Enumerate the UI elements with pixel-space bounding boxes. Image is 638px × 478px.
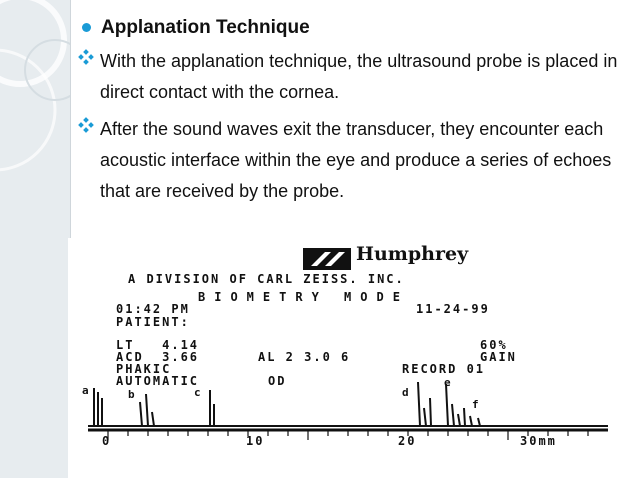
diamond-bullet-icon (78, 117, 94, 133)
scale-label: 30mm (520, 434, 557, 448)
decorative-side-panel (0, 0, 70, 478)
biometry-printout-image: Humphrey A DIVISION OF CARL ZEISS. INC. … (68, 238, 638, 478)
humphrey-logo-icon (303, 248, 351, 270)
a-scan-trace (88, 381, 608, 440)
bullet-text: After the sound waves exit the transduce… (100, 119, 612, 201)
slide-heading: Applanation Technique (101, 17, 310, 38)
al-value: AL 2 3.0 6 (258, 350, 351, 364)
slide-content: Applanation Technique With the applanati… (78, 16, 623, 213)
peak-label: b (128, 388, 135, 401)
heading-row: Applanation Technique (78, 16, 623, 40)
automatic-text: AUTOMATIC (116, 374, 200, 388)
time-text: 01:42 PM (116, 302, 190, 316)
peak-label: d (402, 386, 409, 399)
scale-ticks (107, 430, 589, 440)
diamond-bullet-icon (78, 49, 94, 65)
bullet-item: With the applanation technique, the ultr… (78, 46, 623, 108)
scale-label: 10 (246, 434, 265, 448)
peak-label: e (444, 376, 451, 389)
bullet-item: After the sound waves exit the transduce… (78, 114, 623, 207)
date-text: 11-24-99 (416, 302, 490, 316)
peak-label: c (194, 386, 201, 399)
brand-name: Humphrey (356, 243, 469, 265)
bullet-dot-icon (82, 23, 91, 32)
scale-label: 0 (102, 434, 112, 448)
lt-value: LT 4.14 (116, 338, 200, 352)
division-line: A DIVISION OF CARL ZEISS. INC. (128, 272, 405, 286)
acd-value: ACD 3.66 (116, 350, 200, 364)
bullet-text: With the applanation technique, the ultr… (100, 51, 618, 102)
phakic-text: PHAKIC (116, 362, 172, 376)
decorative-circles (0, 0, 70, 172)
record-text: RECORD 01 (402, 362, 486, 376)
scale-label: 20 (398, 434, 417, 448)
patient-label: PATIENT: (116, 315, 190, 329)
gain-percent: 60% (480, 338, 508, 352)
peak-label: a (82, 384, 89, 397)
mode-line: BIOMETRY MODE (198, 290, 409, 304)
peak-label: f (472, 398, 479, 411)
eye-text: OD (268, 374, 287, 388)
gain-label: GAIN (480, 350, 517, 364)
